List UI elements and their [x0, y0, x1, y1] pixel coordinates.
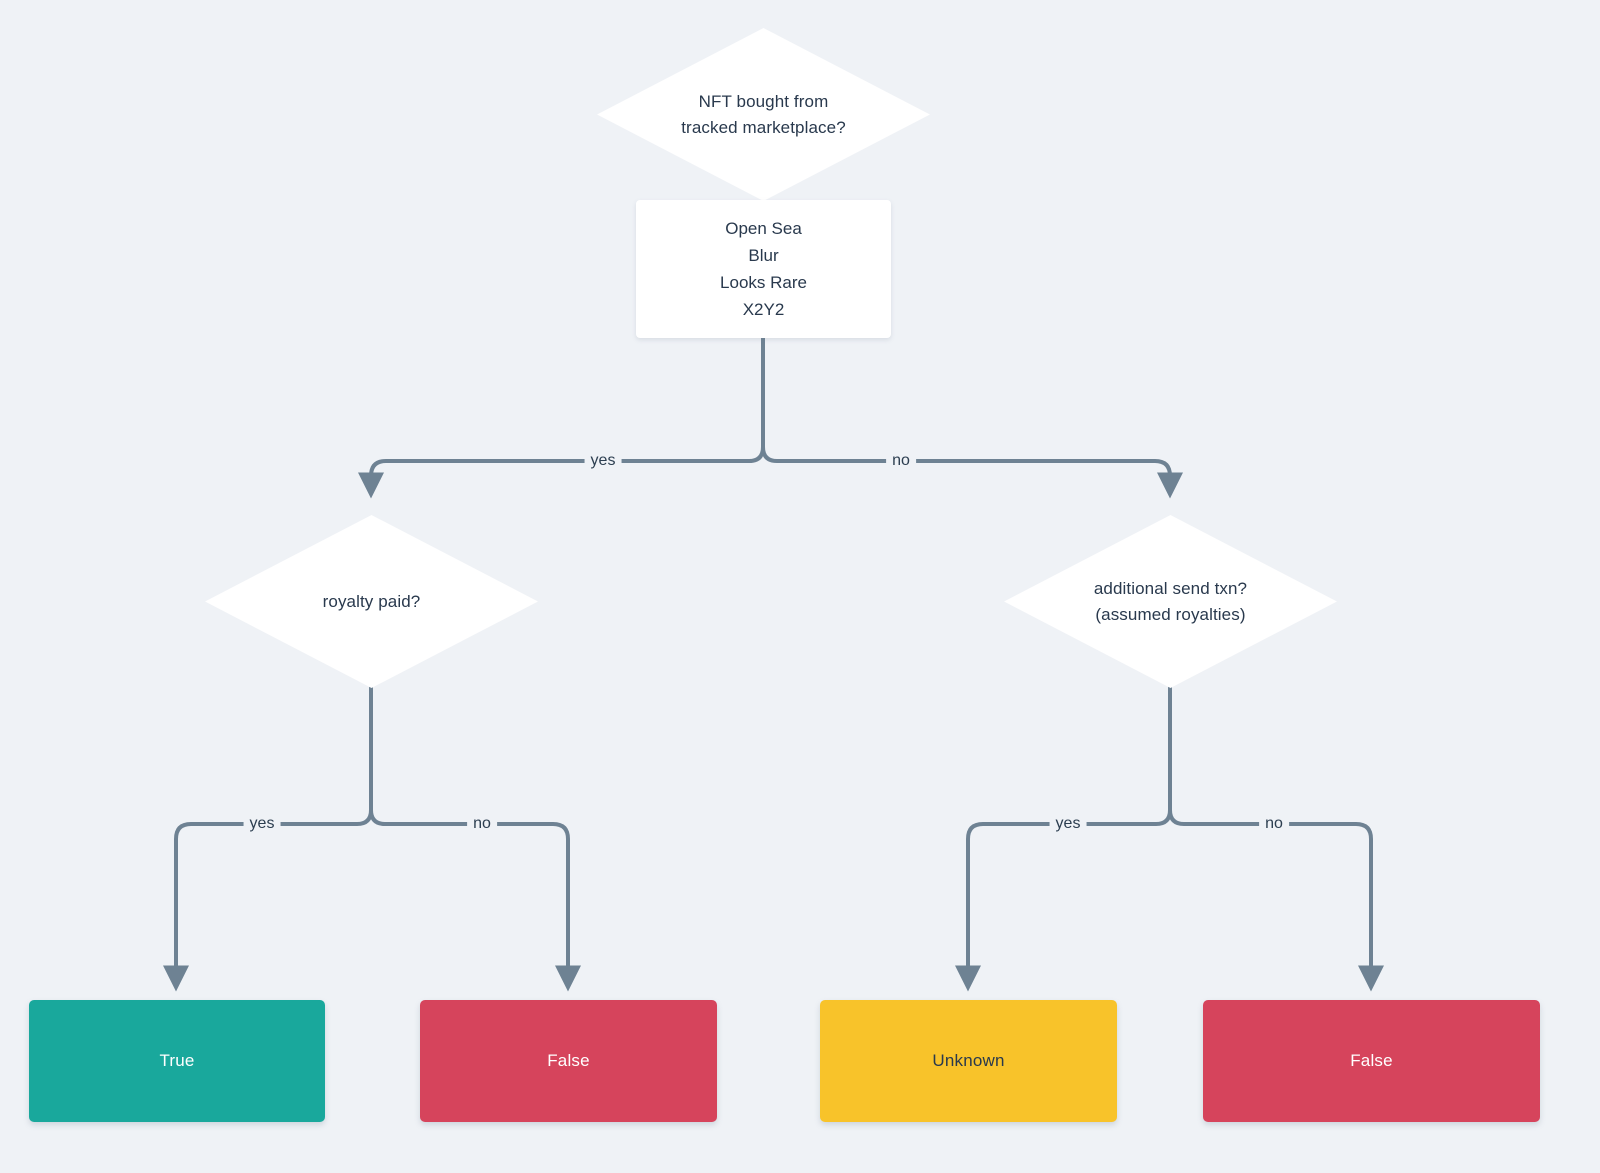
decision-node-additional-send-txn-label: additional send txn? (assumed royalties)	[1094, 576, 1247, 628]
marketplace-item-3: X2Y2	[742, 300, 785, 319]
result-box-false-right-label: False	[1350, 1051, 1393, 1070]
edge-label-left-yes: yes	[243, 815, 281, 833]
wire-left-yes	[163, 808, 373, 992]
root-question-line2: tracked marketplace?	[681, 117, 846, 137]
result-box-unknown-label: Unknown	[932, 1051, 1005, 1070]
result-box-unknown[interactable]: Unknown	[820, 1000, 1117, 1122]
right-question-line1: additional send txn?	[1093, 578, 1248, 598]
wire-root-yes	[358, 445, 765, 499]
result-box-false-right[interactable]: False	[1203, 1000, 1540, 1122]
wire-right-no	[1168, 808, 1384, 992]
decision-node-royalty-paid-label: royalty paid?	[322, 591, 421, 611]
marketplace-item-2: Looks Rare	[720, 273, 807, 292]
right-question-line2: (assumed royalties)	[1095, 604, 1246, 624]
wire-left-no	[369, 808, 581, 992]
result-box-true-label: True	[159, 1051, 195, 1070]
edge-label-root-yes: yes	[584, 452, 622, 470]
edge-label-right-no: no	[1259, 815, 1289, 833]
marketplace-item-0: Open Sea	[725, 219, 802, 238]
wire-root-no	[761, 445, 1183, 499]
edge-label-left-no: no	[467, 815, 497, 833]
edge-label-root-no: no	[886, 452, 916, 470]
wire-right-yes	[955, 808, 1172, 992]
result-box-false-left[interactable]: False	[420, 1000, 717, 1122]
root-question-line1: NFT bought from	[698, 91, 829, 111]
result-box-true[interactable]: True	[29, 1000, 325, 1122]
result-box-false-left-label: False	[547, 1051, 590, 1070]
marketplace-item-1: Blur	[748, 246, 779, 265]
decision-node-marketplace-label: NFT bought from tracked marketplace?	[681, 89, 846, 141]
marketplace-list-box[interactable]: Open Sea Blur Looks Rare X2Y2	[636, 200, 891, 338]
edge-label-right-yes: yes	[1049, 815, 1087, 833]
